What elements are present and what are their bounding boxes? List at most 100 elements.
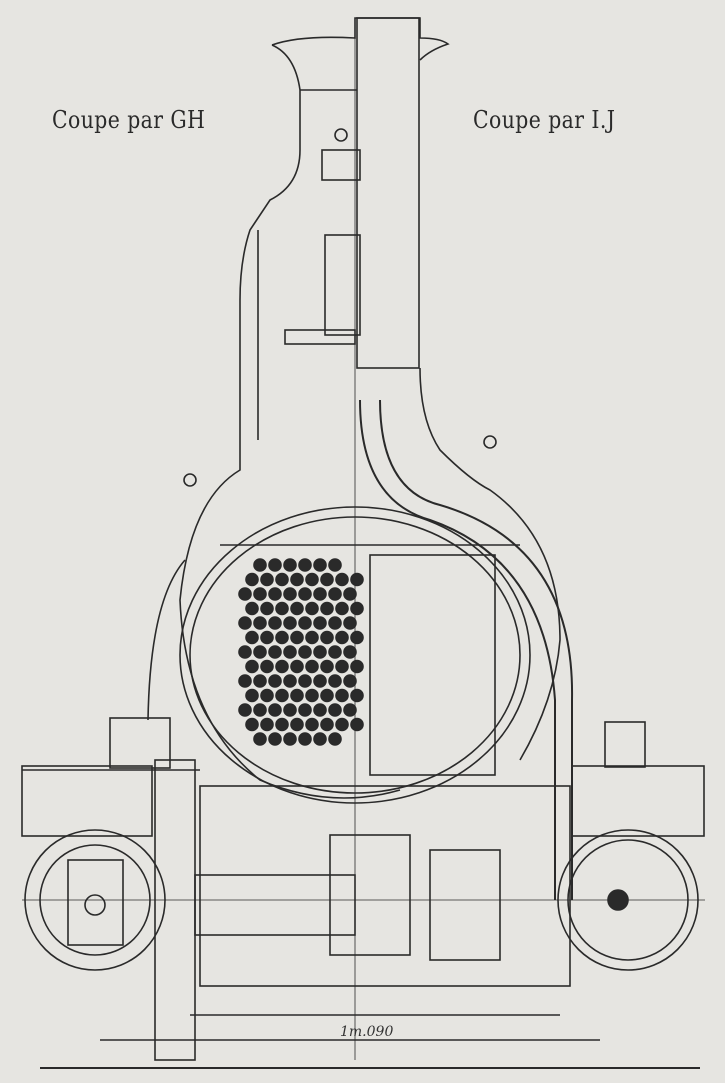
boiler-tube [328, 703, 342, 717]
boiler-tube [245, 688, 259, 703]
boiler-tube [245, 659, 259, 674]
boiler-tube [298, 703, 312, 717]
boiler-tube [260, 630, 274, 645]
boiler-tube [290, 717, 304, 732]
boiler-tube [313, 587, 327, 601]
boiler-tube [298, 587, 312, 601]
boiler-tube [328, 674, 342, 688]
boiler-tube [335, 572, 349, 587]
boiler-tube [320, 601, 334, 616]
boiler-tube [350, 601, 364, 616]
boiler-tube [275, 688, 289, 703]
boiler-tube [350, 659, 364, 674]
boiler-tube [320, 572, 334, 587]
boiler-tube [343, 674, 357, 688]
boiler-tube [305, 601, 319, 616]
caption-section-ij: Coupe par I.J [473, 106, 616, 134]
boiler-tube [343, 616, 357, 630]
boiler-tube [275, 601, 289, 616]
boiler-tube [253, 645, 267, 659]
boiler-tube [305, 717, 319, 732]
boiler-tube [290, 659, 304, 674]
boiler-tube [313, 732, 327, 746]
boiler-tube [305, 688, 319, 703]
boiler-tube [328, 558, 342, 572]
boiler-tube [313, 558, 327, 572]
boiler-tube [335, 688, 349, 703]
boiler-tube [328, 645, 342, 659]
boiler-tube [238, 674, 252, 688]
boiler-tube [305, 572, 319, 587]
boiler-tube [320, 659, 334, 674]
boiler-tube [350, 630, 364, 645]
boiler-tube [343, 645, 357, 659]
boiler-tube [283, 587, 297, 601]
boiler-tube [290, 688, 304, 703]
boiler-tube [283, 674, 297, 688]
boiler-tube [328, 732, 342, 746]
boiler-tube [238, 587, 252, 601]
boiler-tube [335, 659, 349, 674]
boiler-tube [275, 659, 289, 674]
boiler-tube [283, 703, 297, 717]
boiler-tube [335, 601, 349, 616]
boiler-tube [253, 558, 267, 572]
boiler-tube [268, 558, 282, 572]
boiler-tube [343, 703, 357, 717]
boiler-tube [350, 717, 364, 732]
boiler-tube [283, 616, 297, 630]
boiler-tube [253, 732, 267, 746]
boiler-tube [283, 732, 297, 746]
boiler-tube [313, 703, 327, 717]
boiler-tube [268, 587, 282, 601]
boiler-tube [268, 616, 282, 630]
boiler-tube [305, 659, 319, 674]
dimension-label: 1m.090 [340, 1024, 394, 1040]
boiler-tube [275, 630, 289, 645]
boiler-tube [290, 572, 304, 587]
boiler-tube [268, 732, 282, 746]
boiler-tube [260, 659, 274, 674]
boiler-tube [290, 630, 304, 645]
boiler-tube [320, 717, 334, 732]
boiler-tube [260, 688, 274, 703]
dimension-line [22, 20, 705, 1069]
boiler-tube [298, 732, 312, 746]
boiler-tube [268, 703, 282, 717]
boiler-tube [253, 616, 267, 630]
boiler-tube [260, 717, 274, 732]
boiler-tube [283, 645, 297, 659]
boiler-tube [238, 616, 252, 630]
boiler-tube [335, 630, 349, 645]
boiler-tube [298, 558, 312, 572]
boiler-tube [268, 674, 282, 688]
boiler-tube [298, 674, 312, 688]
caption-section-gh: Coupe par GH [52, 106, 206, 134]
boiler-tube [260, 572, 274, 587]
boiler-tube [260, 601, 274, 616]
boiler-tube [298, 616, 312, 630]
boiler-tube [320, 630, 334, 645]
boiler-tube [335, 717, 349, 732]
boiler-tube [238, 703, 252, 717]
boiler-tube [305, 630, 319, 645]
valve-fittings [183, 128, 497, 487]
boiler-tube [313, 645, 327, 659]
boiler-tube-bank [238, 558, 364, 746]
chimney [271, 17, 450, 369]
boiler-tube [253, 587, 267, 601]
boiler-tube [245, 572, 259, 587]
boiler-tube [245, 630, 259, 645]
boiler-tube [343, 587, 357, 601]
firebox-plate [369, 554, 496, 776]
boiler-tube [350, 572, 364, 587]
boiler-tube [320, 688, 334, 703]
boiler-tube [283, 558, 297, 572]
boiler-tube [350, 688, 364, 703]
boiler-tube [253, 674, 267, 688]
boiler-tube [253, 703, 267, 717]
boiler-tube [275, 572, 289, 587]
boiler-tube [313, 674, 327, 688]
boiler-tube [328, 587, 342, 601]
